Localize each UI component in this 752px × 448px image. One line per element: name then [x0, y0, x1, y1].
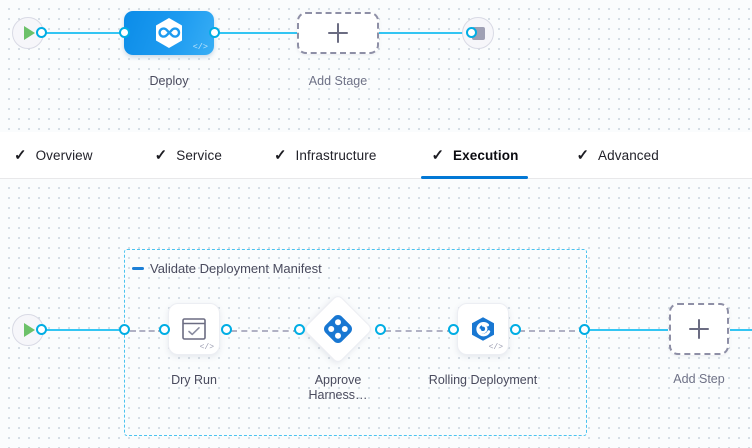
stage-config-tabbar: ✓ Overview ✓ Service ✓ Infrastructure ✓ … — [0, 132, 752, 179]
tab-label: Execution — [453, 147, 519, 163]
tab-underline — [421, 176, 529, 179]
step-group-title: Validate Deployment Manifest — [150, 261, 322, 276]
stage-code-tag: </> — [192, 42, 208, 52]
add-stage-label: Add Stage — [308, 74, 368, 88]
tab-label: Service — [176, 147, 222, 163]
tab-label: Advanced — [598, 147, 659, 163]
step-node-rolling-deployment[interactable]: </> — [457, 303, 509, 355]
tab-infrastructure[interactable]: ✓ Infrastructure — [274, 132, 377, 178]
rolling-deployment-icon — [472, 317, 494, 341]
tab-label: Overview — [35, 147, 93, 163]
pipeline-end-node[interactable] — [462, 17, 494, 49]
tab-execution[interactable]: ✓ Execution — [421, 132, 529, 179]
port-execstart-out[interactable] — [36, 324, 47, 335]
step-code-tag: </> — [199, 343, 214, 352]
execution-canvas[interactable]: Validate Deployment Manifest </> — [0, 179, 752, 448]
step-group-header[interactable]: Validate Deployment Manifest — [132, 261, 322, 276]
check-icon: ✓ — [14, 146, 27, 164]
step-label-rolling-deployment: Rolling Deployment — [428, 373, 538, 387]
check-icon: ✓ — [576, 146, 590, 164]
port-deploy-in[interactable] — [119, 27, 130, 38]
tab-label: Infrastructure — [295, 147, 377, 163]
wire-addstep-out — [730, 328, 752, 331]
port-dryrun-out[interactable] — [221, 324, 232, 335]
step-label-approve-harness: Approve Harness… — [308, 373, 368, 402]
plus-icon — [689, 319, 709, 339]
add-step-button[interactable] — [669, 303, 729, 355]
wire-groupentry-to-dryrun — [130, 329, 164, 332]
stage-node-deploy[interactable]: </> — [124, 11, 214, 55]
wire-start-to-deploy — [41, 31, 127, 34]
stage-label-deploy: Deploy — [149, 74, 189, 88]
port-approve-in[interactable] — [294, 324, 305, 335]
port-group-entry[interactable] — [119, 324, 130, 335]
port-deploy-out[interactable] — [209, 27, 220, 38]
collapse-dash-icon[interactable] — [132, 267, 144, 270]
port-rolling-in[interactable] — [448, 324, 459, 335]
step-group-validate-deployment-manifest[interactable] — [124, 249, 587, 436]
harness-approval-icon — [324, 315, 352, 343]
check-icon: ✓ — [273, 146, 287, 164]
wire-dryrun-to-approve — [231, 329, 299, 332]
port-rolling-out[interactable] — [510, 324, 521, 335]
tab-overview[interactable]: ✓ Overview — [14, 132, 93, 178]
tab-advanced[interactable]: ✓ Advanced — [576, 132, 658, 178]
wire-group-to-addstep — [587, 328, 668, 331]
wire-deploy-to-addstage — [215, 31, 305, 34]
harness-hexagon-icon — [156, 18, 182, 48]
port-group-exit[interactable] — [579, 324, 590, 335]
step-label-dry-run: Dry Run — [171, 373, 217, 387]
port-start-out[interactable] — [36, 27, 47, 38]
check-icon: ✓ — [154, 146, 168, 164]
wire-addstage-to-end — [370, 31, 472, 34]
step-node-dry-run[interactable]: </> — [168, 303, 220, 355]
checklist-window-icon — [182, 318, 206, 340]
add-stage-button[interactable] — [297, 12, 379, 54]
wire-rolling-to-groupexit — [519, 329, 585, 332]
tab-service[interactable]: ✓ Service — [155, 132, 222, 178]
plus-icon — [328, 23, 348, 43]
wire-execstart-to-group — [41, 328, 127, 331]
play-icon — [24, 323, 35, 337]
step-code-tag: </> — [488, 343, 503, 352]
play-icon — [24, 26, 35, 40]
wire-approve-to-rolling — [385, 329, 453, 332]
port-dryrun-in[interactable] — [159, 324, 170, 335]
check-icon: ✓ — [431, 146, 445, 164]
add-step-label: Add Step — [673, 372, 725, 386]
approve-icon-wrap — [313, 304, 363, 354]
port-end-in[interactable] — [466, 27, 477, 38]
port-approve-out[interactable] — [375, 324, 386, 335]
stage-canvas[interactable]: </> Deploy Add Stage — [0, 0, 752, 132]
